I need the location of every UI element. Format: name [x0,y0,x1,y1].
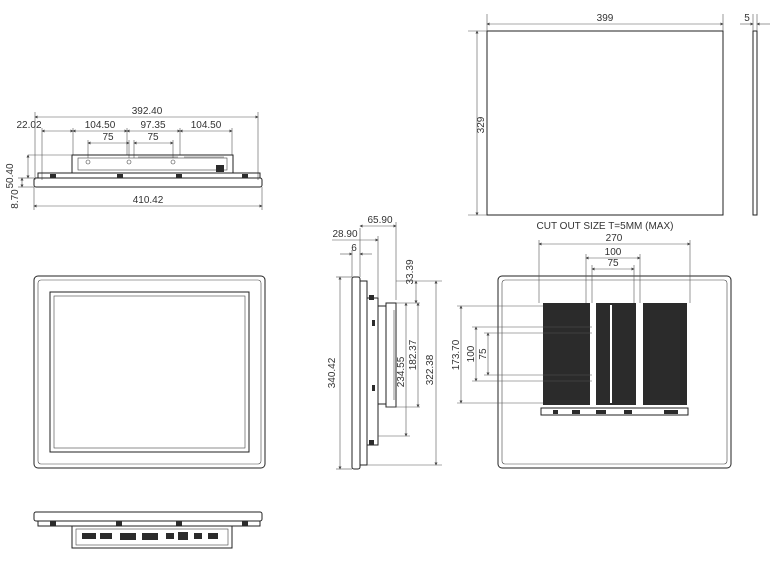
dim-mount-height: 173.70 [451,339,462,370]
dim-vesa-h2: 75 [478,348,489,360]
dim-offset-left: 22.02 [16,120,41,131]
dim-overall-front: 410.42 [133,195,164,206]
dim-overall-rear: 392.40 [132,106,163,117]
dim-total-depth: 65.90 [367,215,392,226]
dim-depth: 50.40 [5,163,16,188]
dim-top-offset: 33.39 [405,259,416,284]
dim-span-c: 104.50 [191,120,222,131]
dim-cutout-thickness: 5 [744,13,750,24]
dim-vesa-a: 75 [102,132,114,143]
dim-vesa-b: 75 [147,132,159,143]
dim-height-c: 322.38 [425,354,436,385]
dim-bezel: 8.70 [10,189,21,209]
dim-vesa-w1: 100 [605,247,622,258]
dim-vesa-w2: 75 [607,258,619,269]
dim-vesa-h1: 100 [466,345,477,362]
dim-bezel-depth: 6 [351,243,357,254]
dim-cutout-height: 329 [476,116,487,133]
cutout-view: 399 329 5 CUT OUT SIZE T=5MM (MAX) [468,13,770,232]
dim-cutout-width: 399 [597,13,614,24]
dim-span-b: 97.35 [140,120,165,131]
rear-view: 270 100 75 173.70 100 75 [451,233,732,469]
dim-span-a: 104.50 [85,120,116,131]
front-view [33,275,266,469]
dim-height-a: 234.55 [396,356,407,387]
cutout-note: CUT OUT SIZE T=5MM (MAX) [537,221,674,232]
bottom-view [33,511,263,549]
dim-overall-height: 340.42 [327,357,338,388]
dim-mount-width: 270 [606,233,623,244]
dim-front-depth: 28.90 [332,229,357,240]
dim-height-b: 182.37 [408,339,419,370]
top-view: 392.40 22.02 104.50 97.35 104.50 75 75 4… [5,106,263,210]
side-view: 65.90 28.90 6 33.39 234.55 182.37 322.38… [327,215,442,470]
